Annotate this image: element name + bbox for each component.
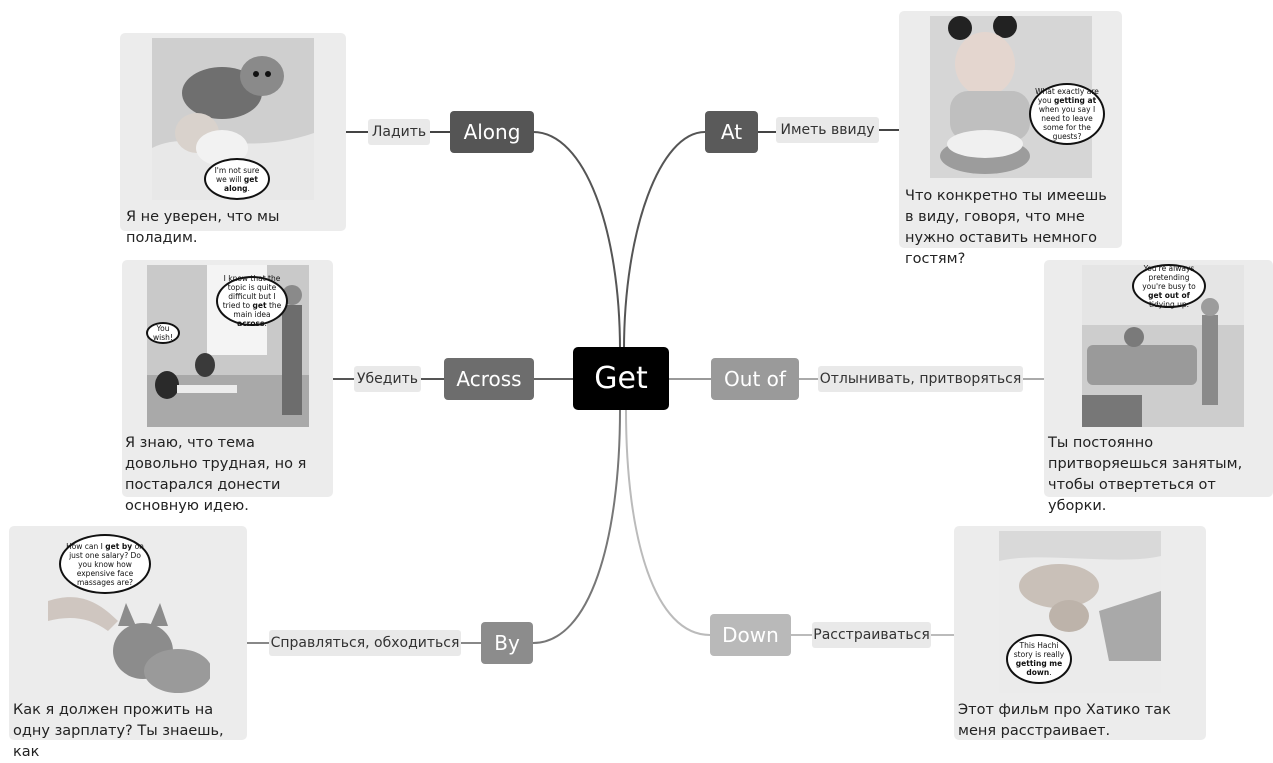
prep-node-out-of[interactable]: Out of xyxy=(711,358,799,400)
card-by: How can I get by on just one salary? Do … xyxy=(9,526,247,760)
connector-along xyxy=(532,131,621,351)
thought-bubble-across: You wish! xyxy=(146,322,180,344)
prep-node-along[interactable]: Along xyxy=(450,111,534,153)
bubble-text-along: I'm not sure we will get along. xyxy=(214,165,260,193)
card-down: This Hachi story is really getting me do… xyxy=(954,526,1206,740)
connector-by xyxy=(532,409,621,644)
caption-at: Что конкретно ты имеешь в виду, говоря, … xyxy=(905,188,1107,267)
speech-bubble-down: This Hachi story is really getting me do… xyxy=(1006,634,1072,684)
prep-node-by[interactable]: By xyxy=(481,622,533,664)
connector-lines xyxy=(247,129,1044,644)
card-out-of: You're always pretending you're busy to … xyxy=(1044,260,1273,514)
speech-bubble-by: How can I get by on just one salary? Do … xyxy=(59,534,151,594)
prep-node-across[interactable]: Across xyxy=(444,358,534,400)
meaning-out-of[interactable]: Отлынивать, притворяться xyxy=(818,366,1023,392)
thought-text-across: You wish! xyxy=(153,324,173,342)
connector-at xyxy=(623,131,706,351)
bubble-text-by: How can I get by on just one salary? Do … xyxy=(66,541,144,587)
caption-out-of: Ты постоянно притворяешься занятым, чтоб… xyxy=(1048,435,1243,514)
card-across: I know that the topic is quite difficult… xyxy=(122,260,333,514)
bubble-text-down: This Hachi story is really getting me do… xyxy=(1013,641,1065,677)
speech-bubble-out-of: You're always pretending you're busy to … xyxy=(1132,263,1206,309)
meaning-at[interactable]: Иметь ввиду xyxy=(776,117,879,143)
caption-along: Я не уверен, что мы поладим. xyxy=(126,209,280,246)
card-at: What exactly are you getting at when you… xyxy=(899,11,1122,267)
meaning-along[interactable]: Ладить xyxy=(368,119,430,145)
connector-down xyxy=(625,409,711,636)
card-along: I'm not sure we will get along. Я не уве… xyxy=(120,33,346,246)
meaning-by[interactable]: Справляться, обходиться xyxy=(269,630,461,656)
prep-node-at[interactable]: At xyxy=(705,111,758,153)
speech-bubble-across: I know that the topic is quite difficult… xyxy=(216,274,288,328)
caption-down: Этот фильм про Хатико так меня расстраив… xyxy=(958,702,1171,739)
photo-sofa-vacuum xyxy=(1082,265,1244,427)
caption-across: Я знаю, что тема довольно трудная, но я … xyxy=(125,435,307,514)
speech-bubble-along: I'm not sure we will get along. xyxy=(204,158,270,200)
prep-node-down[interactable]: Down xyxy=(710,614,791,656)
caption-by: Как я должен прожить на одну зарплату? Т… xyxy=(13,702,224,760)
speech-bubble-at: What exactly are you getting at when you… xyxy=(1029,83,1105,145)
bubble-text-at: What exactly are you getting at when you… xyxy=(1035,87,1099,141)
meaning-down[interactable]: Расстраиваться xyxy=(812,622,931,648)
bubble-text-out-of: You're always pretending you're busy to … xyxy=(1142,263,1196,309)
meaning-across[interactable]: Убедить xyxy=(354,366,421,392)
bubble-text-across: I know that the topic is quite difficult… xyxy=(222,274,282,328)
center-node-get[interactable]: Get xyxy=(573,347,669,410)
